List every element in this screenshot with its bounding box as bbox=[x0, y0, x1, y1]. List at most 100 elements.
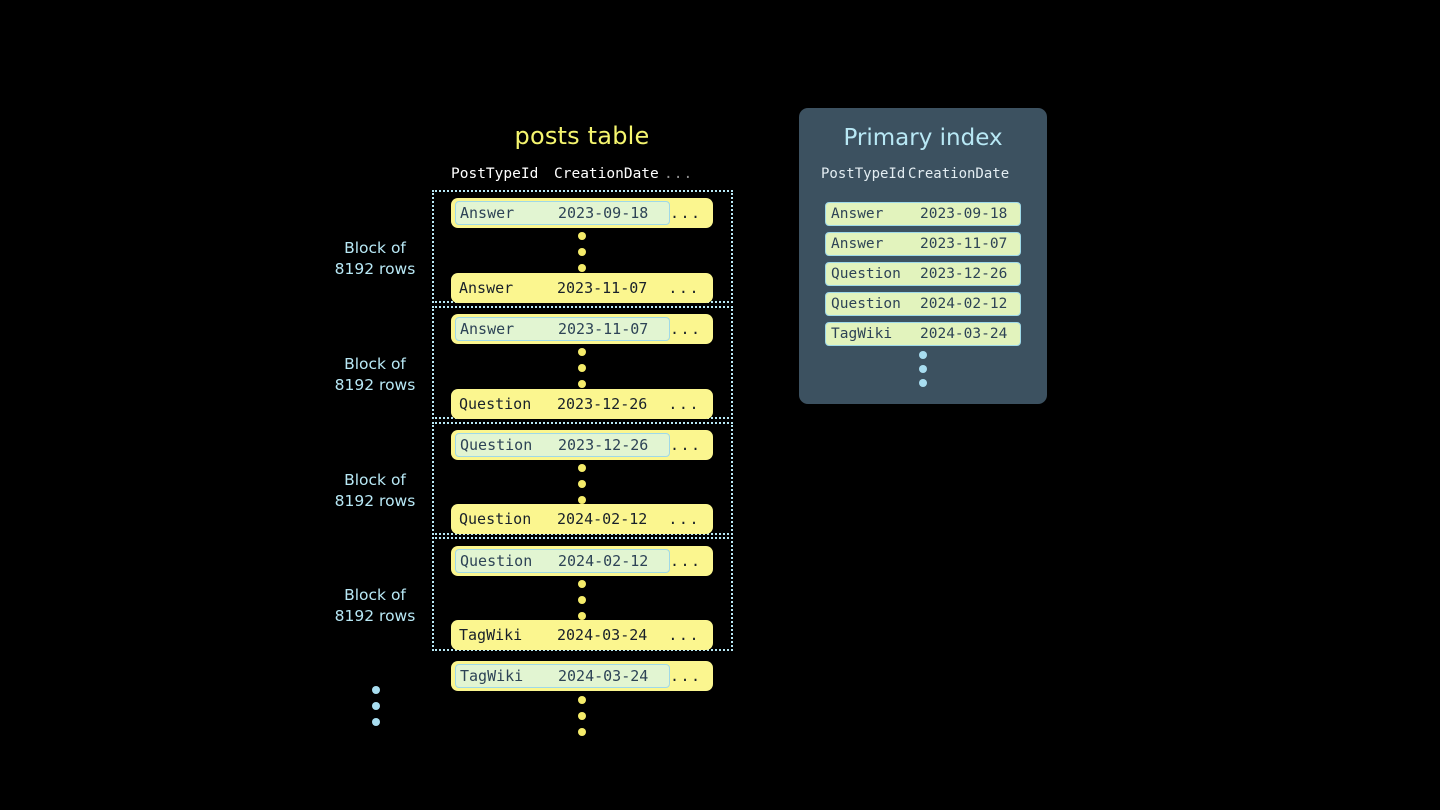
dot bbox=[578, 348, 586, 356]
index-row[interactable]: Answer 2023-11-07 bbox=[825, 232, 1021, 256]
cell-creationdate: 2023-11-07 bbox=[558, 320, 649, 338]
table-row[interactable]: Question 2024-02-12 ... bbox=[451, 546, 713, 576]
cell-posttypeid: Question bbox=[459, 395, 532, 413]
dot bbox=[578, 464, 586, 472]
row-cells: Answer 2023-11-07 bbox=[455, 317, 670, 341]
primary-index-rows: Answer 2023-09-18 Answer 2023-11-07 Ques… bbox=[825, 202, 1021, 346]
cell-posttypeid: TagWiki bbox=[460, 667, 524, 685]
cell-posttypeid: Answer bbox=[460, 320, 515, 338]
index-row[interactable]: TagWiki 2024-03-24 bbox=[825, 322, 1021, 346]
block-label-2: Block of 8192 rows bbox=[300, 354, 450, 396]
cell-ellipsis: ... bbox=[670, 320, 702, 338]
cell-posttypeid: Question bbox=[460, 436, 533, 454]
block-frame-4 bbox=[432, 537, 733, 651]
table-row[interactable]: TagWiki 2024-03-24 ... bbox=[451, 620, 713, 650]
row-cells: Question 2024-02-12 bbox=[455, 507, 668, 531]
dot bbox=[578, 696, 586, 704]
row-ellipsis-dots bbox=[577, 232, 587, 272]
index-column-header-posttypeid: PostTypeId bbox=[821, 166, 906, 182]
dot bbox=[578, 364, 586, 372]
table-row[interactable]: Question 2023-12-26 ... bbox=[451, 389, 713, 419]
row-ellipsis-dots bbox=[577, 348, 587, 388]
dot bbox=[578, 232, 586, 240]
blocks-continuation-dots bbox=[371, 686, 381, 726]
cell-posttypeid: Answer bbox=[460, 204, 515, 222]
index-cell-creationdate: 2024-02-12 bbox=[920, 296, 1008, 312]
index-row[interactable]: Answer 2023-09-18 bbox=[825, 202, 1021, 226]
cell-creationdate: 2023-12-26 bbox=[558, 436, 649, 454]
row-cells: Question 2024-02-12 bbox=[455, 549, 670, 573]
cell-ellipsis: ... bbox=[668, 510, 700, 528]
table-row[interactable]: Answer 2023-11-07 ... bbox=[451, 273, 713, 303]
block-label-3-line1: Block of bbox=[344, 471, 406, 489]
row-cells: Question 2023-12-26 bbox=[455, 392, 668, 416]
dot bbox=[578, 496, 586, 504]
table-row[interactable]: Question 2023-12-26 ... bbox=[451, 430, 713, 460]
block-label-4-line2: 8192 rows bbox=[334, 607, 416, 625]
cell-ellipsis: ... bbox=[670, 436, 702, 454]
index-cell-posttypeid: Answer bbox=[831, 206, 884, 222]
row-cells: TagWiki 2024-03-24 bbox=[455, 623, 668, 647]
table-row[interactable]: Question 2024-02-12 ... bbox=[451, 504, 713, 534]
cell-ellipsis: ... bbox=[670, 667, 702, 685]
dot bbox=[578, 480, 586, 488]
cell-creationdate: 2024-03-24 bbox=[557, 626, 648, 644]
column-header-ellipsis: ... bbox=[664, 166, 694, 182]
cell-creationdate: 2024-02-12 bbox=[558, 552, 649, 570]
cell-creationdate: 2023-12-26 bbox=[557, 395, 648, 413]
cell-creationdate: 2023-11-07 bbox=[557, 279, 648, 297]
row-cells: Answer 2023-09-18 bbox=[455, 201, 670, 225]
block-label-4-line1: Block of bbox=[344, 586, 406, 604]
cell-ellipsis: ... bbox=[668, 395, 700, 413]
dot bbox=[919, 351, 927, 359]
cell-creationdate: 2024-02-12 bbox=[557, 510, 648, 528]
index-cell-creationdate: 2024-03-24 bbox=[920, 326, 1008, 342]
block-label-3-line2: 8192 rows bbox=[334, 492, 416, 510]
cell-posttypeid: Question bbox=[459, 510, 532, 528]
block-label-2-line1: Block of bbox=[344, 355, 406, 373]
row-ellipsis-dots bbox=[577, 464, 587, 504]
cell-ellipsis: ... bbox=[670, 552, 702, 570]
column-header-creationdate: CreationDate bbox=[554, 166, 659, 182]
cell-creationdate: 2024-03-24 bbox=[558, 667, 649, 685]
primary-index-panel: Primary index PostTypeId CreationDate An… bbox=[799, 108, 1047, 404]
posts-table-title: posts table bbox=[514, 122, 650, 150]
cell-posttypeid: TagWiki bbox=[459, 626, 523, 644]
index-continuation-dots bbox=[799, 351, 1047, 387]
cell-ellipsis: ... bbox=[670, 204, 702, 222]
index-cell-creationdate: 2023-11-07 bbox=[920, 236, 1008, 252]
row-cells: TagWiki 2024-03-24 bbox=[455, 664, 670, 688]
row-cells: Answer 2023-11-07 bbox=[455, 276, 668, 300]
dot bbox=[578, 612, 586, 620]
primary-index-title: Primary index bbox=[843, 125, 1003, 151]
cell-posttypeid: Question bbox=[460, 552, 533, 570]
dot bbox=[578, 728, 586, 736]
block-label-3: Block of 8192 rows bbox=[300, 470, 450, 512]
table-row[interactable]: Answer 2023-09-18 ... bbox=[451, 198, 713, 228]
dot bbox=[578, 596, 586, 604]
dot bbox=[372, 718, 380, 726]
index-cell-creationdate: 2023-09-18 bbox=[920, 206, 1008, 222]
block-label-2-line2: 8192 rows bbox=[334, 376, 416, 394]
index-column-header-creationdate: CreationDate bbox=[908, 166, 1010, 182]
cell-creationdate: 2023-09-18 bbox=[558, 204, 649, 222]
index-row[interactable]: Question 2023-12-26 bbox=[825, 262, 1021, 286]
dot bbox=[578, 264, 586, 272]
primary-index-column-headers: PostTypeId CreationDate bbox=[821, 166, 1031, 182]
dot bbox=[919, 365, 927, 373]
table-continuation-dots bbox=[577, 696, 587, 736]
dot bbox=[372, 702, 380, 710]
table-row[interactable]: Answer 2023-11-07 ... bbox=[451, 314, 713, 344]
block-label-1: Block of 8192 rows bbox=[300, 238, 450, 280]
index-cell-posttypeid: TagWiki bbox=[831, 326, 893, 342]
cell-posttypeid: Answer bbox=[459, 279, 514, 297]
table-row[interactable]: TagWiki 2024-03-24 ... bbox=[451, 661, 713, 691]
index-cell-posttypeid: Question bbox=[831, 266, 901, 282]
index-row[interactable]: Question 2024-02-12 bbox=[825, 292, 1021, 316]
column-header-posttypeid: PostTypeId bbox=[451, 166, 539, 182]
cell-ellipsis: ... bbox=[668, 279, 700, 297]
index-cell-creationdate: 2023-12-26 bbox=[920, 266, 1008, 282]
posts-table-column-headers: PostTypeId CreationDate ... bbox=[451, 166, 713, 182]
dot bbox=[919, 379, 927, 387]
